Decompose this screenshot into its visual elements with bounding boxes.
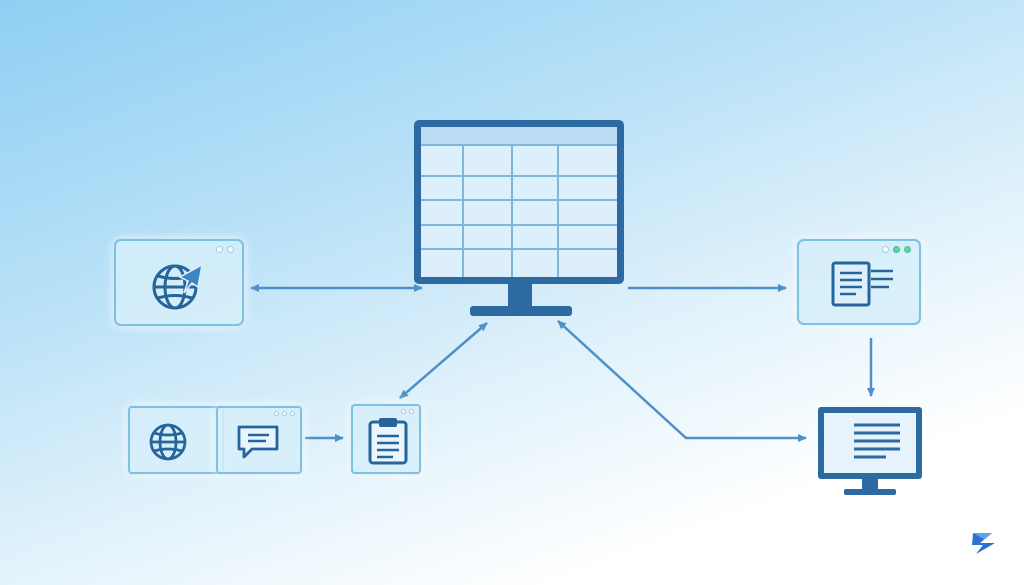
window-controls <box>401 409 414 414</box>
window-dot <box>401 409 406 414</box>
window-controls <box>882 246 911 253</box>
globe-cursor-icon <box>150 261 206 311</box>
arrow-clipboard-to-central <box>399 322 488 399</box>
spreadsheet-monitor-icon <box>414 120 624 316</box>
brand-logo-icon <box>970 530 998 556</box>
window-controls <box>216 246 234 253</box>
window-dot <box>282 411 287 416</box>
document-window-icon <box>831 261 895 309</box>
window-controls <box>274 411 295 416</box>
window-dot <box>216 246 223 253</box>
window-dot-green <box>904 246 911 253</box>
chat-panel[interactable] <box>216 406 302 474</box>
window-dot <box>882 246 889 253</box>
browser-window[interactable] <box>114 239 244 326</box>
window-dot <box>290 411 295 416</box>
globe-panel[interactable] <box>128 406 224 474</box>
document-monitor-icon <box>818 407 922 495</box>
arrow-monitor-br-to-central <box>557 320 807 442</box>
window-dot <box>274 411 279 416</box>
document-window[interactable] <box>797 239 921 325</box>
document-monitor <box>816 405 924 497</box>
window-dot <box>409 409 414 414</box>
window-dot-green <box>893 246 900 253</box>
window-dot <box>227 246 234 253</box>
chat-bubble-icon <box>236 424 282 462</box>
clipboard-icon <box>367 416 409 466</box>
clipboard-window[interactable] <box>351 404 421 474</box>
central-monitor <box>412 118 626 322</box>
globe-icon <box>148 422 188 462</box>
